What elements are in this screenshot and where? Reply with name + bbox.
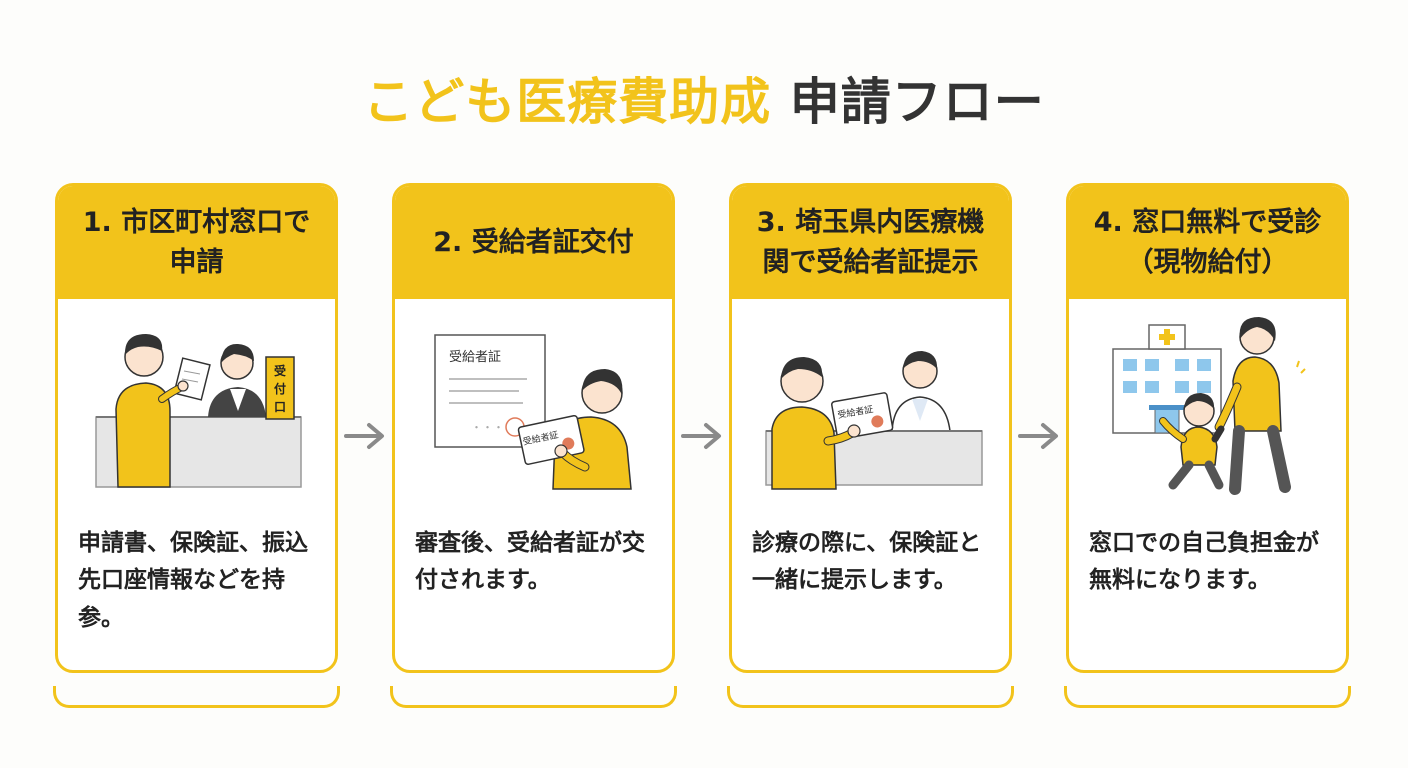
step-card-1: 1. 市区町村窓口で申請 受 付 口 [55,183,338,673]
step-text-2: 審査後、受給者証が交付されます。 [415,530,645,594]
step-card-4: 4. 窓口無料で受診（現物給付） [1066,183,1349,673]
document-label: 受給者証 [449,350,501,365]
sign-char-3: 口 [274,400,286,414]
present-certificate-illustration: 受給者証 [732,299,1009,509]
step-title-3: 3. 埼玉県内医療機関で受給者証提示 [732,186,1009,299]
page-title: こども医療費助成 申請フロー [0,62,1408,134]
step-card-3: 3. 埼玉県内医療機関で受給者証提示 受給者証 診療の際に、 [729,183,1012,673]
counter-application-illustration: 受 付 口 [58,299,335,509]
step-title-4: 4. 窓口無料で受診（現物給付） [1069,186,1346,299]
certificate-issued-illustration: 受給者証 ・・・ 受給者証 [395,299,672,509]
bracket-4 [1064,686,1351,708]
bracket-2 [390,686,677,708]
title-rest: 申請フロー [789,73,1045,131]
arrow-right-icon [344,423,384,449]
step-text-4: 窓口での自己負担金が無料になります。 [1089,530,1319,594]
title-accent: こども医療費助成 [363,73,772,131]
step-text-3: 診療の際に、保険証と一緒に提示します。 [752,530,982,594]
bracket-3 [727,686,1014,708]
sign-char-1: 受 [274,363,286,378]
step-title-2: 2. 受給者証交付 [395,186,672,299]
sign-char-2: 付 [274,381,286,396]
step-card-2: 2. 受給者証交付 受給者証 ・・・ 受給者証 審査後、受給者証 [392,183,675,673]
step-title-1: 1. 市区町村窓口で申請 [58,186,335,299]
bracket-1 [53,686,340,708]
arrow-right-icon [681,423,721,449]
step-text-1: 申請書、保険証、振込先口座情報などを持参。 [78,530,308,631]
arrow-right-icon [1018,423,1058,449]
svg-text:・・・: ・・・ [471,421,504,434]
free-consultation-illustration [1069,299,1346,509]
